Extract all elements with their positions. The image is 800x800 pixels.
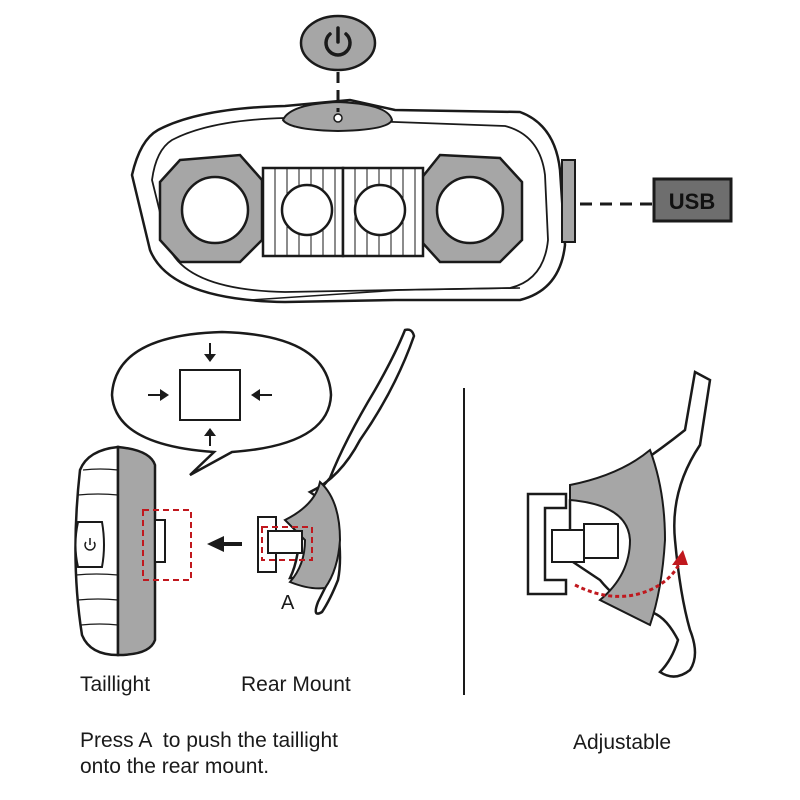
left-lens [180, 175, 250, 245]
adjustable-mount-gray-band [569, 448, 667, 627]
label-rear-mount: Rear Mount [241, 673, 351, 696]
adjustable-mount [526, 370, 712, 678]
power-symbol-small [84, 541, 96, 551]
taillight-clip [154, 519, 166, 563]
adjustable-mount-clip [526, 492, 568, 596]
center-lens-left [280, 183, 334, 237]
rotation-arrow-icon [574, 550, 688, 598]
label-adjustable: Adjustable [573, 731, 672, 754]
center-lens-right [353, 183, 407, 237]
zoom-bubble [110, 330, 333, 477]
usb-label-box [652, 177, 733, 223]
clip-square [179, 369, 241, 421]
usb-callout: USB [580, 177, 733, 223]
power-callout [299, 14, 377, 112]
taillight-clip-highlight [142, 509, 192, 581]
label-a: A [281, 592, 295, 614]
rear-mount-tab [267, 530, 303, 554]
taillight-bottom-strip [249, 287, 521, 301]
taillight-side-lens [116, 445, 157, 657]
adjustable-mount-tab [551, 529, 585, 563]
power-symbol-arc [324, 32, 352, 57]
taillight-side-ribs [75, 468, 119, 626]
taillight-top-view [130, 98, 576, 304]
push-arrow-icon [207, 536, 242, 552]
adjustable-mount-tab-side [583, 523, 619, 559]
instruction-line-2: onto the rear mount. [80, 755, 270, 778]
usb-port [561, 159, 576, 243]
instruction-text: Press A to push the taillight onto the r… [80, 728, 338, 780]
rear-mount-a-highlight [261, 526, 313, 561]
rear-mount-gray-band [283, 480, 342, 590]
label-taillight: Taillight [80, 673, 151, 696]
taillight-side-view [74, 445, 166, 657]
rear-mount [257, 328, 416, 615]
usb-label: USB [669, 189, 715, 214]
power-button-dot [333, 113, 343, 123]
arrow-icon [148, 343, 272, 446]
right-lens [435, 175, 505, 245]
instruction-line-1: Press A to push the taillight [80, 729, 338, 752]
